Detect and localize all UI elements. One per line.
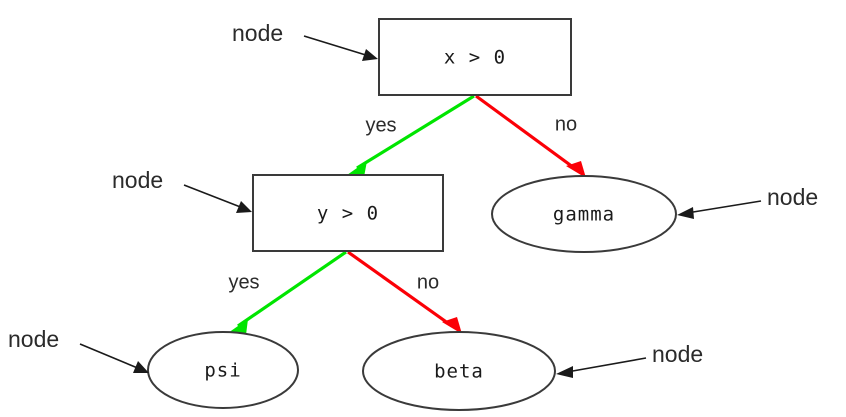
node-second[interactable]: y > 0 <box>252 174 444 252</box>
node-gamma[interactable]: gamma <box>491 175 677 253</box>
edge-second-yes: yes <box>228 250 347 335</box>
annotation-beta-node-arrowhead <box>556 366 573 378</box>
node-root-box <box>378 18 572 96</box>
edge-label-second-yes: yes <box>228 271 259 293</box>
edge-root-no-line <box>475 94 578 172</box>
annotation-root-node-label: node <box>232 20 283 46</box>
node-psi-ellipse <box>147 331 299 409</box>
edge-second-no: no <box>347 250 462 334</box>
edge-root-yes-line <box>356 94 475 170</box>
annotation-psi-node-arrowhead <box>133 361 149 373</box>
annotation-gamma-node-arrowhead <box>677 207 694 219</box>
annotation-root-node-line <box>303 35 370 57</box>
annotation-second-node-arrowhead <box>236 201 252 213</box>
node-psi-label: psi <box>204 360 241 382</box>
edge-second-yes-line <box>237 250 347 328</box>
annotation-beta-node-label: node <box>652 341 703 367</box>
edge-second-yes-arrowhead <box>228 319 248 335</box>
edge-root-no: no <box>475 94 586 178</box>
annotation-beta-node-line <box>566 357 647 373</box>
annotation-root-node-arrowhead <box>362 49 378 61</box>
edge-root-no-arrowhead <box>566 161 586 178</box>
edge-label-second-no: no <box>417 271 439 293</box>
node-root-label: x > 0 <box>444 47 506 69</box>
annotation-psi-node-line <box>79 343 141 370</box>
node-second-box <box>252 174 444 252</box>
annotation-gamma-node-label: node <box>767 184 818 210</box>
node-beta-ellipse <box>362 331 556 411</box>
edge-second-no-arrowhead <box>442 317 462 334</box>
node-psi[interactable]: psi <box>147 331 299 409</box>
edge-second-no-line <box>347 250 453 328</box>
annotation-beta-node: node <box>556 341 703 378</box>
annotation-second-node: node <box>112 167 252 213</box>
node-root[interactable]: x > 0 <box>378 18 572 96</box>
node-second-label: y > 0 <box>317 203 379 225</box>
annotation-root-node: node <box>232 20 378 61</box>
edge-label-root-yes: yes <box>365 114 396 136</box>
node-beta[interactable]: beta <box>362 331 556 411</box>
annotation-psi-node-label: node <box>8 326 59 352</box>
edge-root-yes: yes <box>347 94 475 177</box>
node-gamma-ellipse <box>491 175 677 253</box>
node-beta-label: beta <box>434 361 484 383</box>
annotation-psi-node: node <box>8 326 149 373</box>
annotation-second-node-line <box>183 184 244 209</box>
annotation-second-node-label: node <box>112 167 163 193</box>
annotation-gamma-node: node <box>677 184 818 219</box>
node-gamma-label: gamma <box>553 204 615 226</box>
edge-root-yes-arrowhead <box>347 161 367 177</box>
annotation-gamma-node-line <box>686 200 762 214</box>
edge-label-root-no: no <box>555 113 577 135</box>
